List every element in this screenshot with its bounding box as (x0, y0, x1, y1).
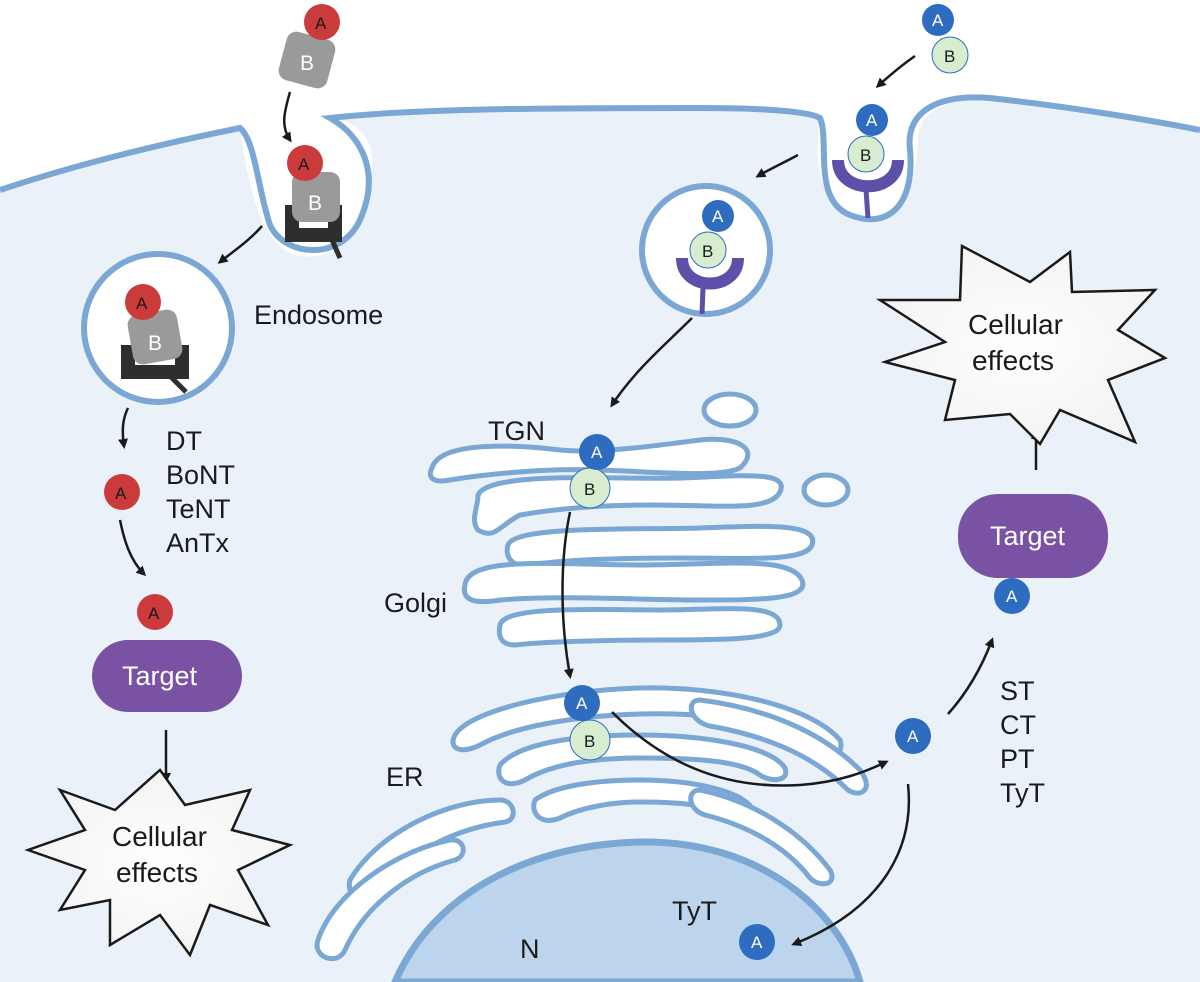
right-free-a-subunit: A (895, 718, 931, 754)
toxin-list-right-3: TyT (1000, 778, 1045, 808)
svg-text:Cellular: Cellular (112, 821, 207, 852)
toxin-list-left-2: TeNT (166, 494, 231, 524)
tgn-label: TGN (488, 416, 545, 446)
svg-text:A: A (298, 155, 310, 174)
svg-text:B: B (308, 192, 322, 215)
nuclear-a-subunit: A (739, 924, 775, 960)
plasma-membrane (0, 94, 1200, 253)
svg-text:A: A (712, 207, 724, 226)
left-target: Target (92, 640, 242, 712)
svg-text:B: B (860, 146, 871, 165)
svg-text:B: B (300, 52, 314, 75)
toxin-list-right-1: CT (1000, 710, 1036, 740)
svg-text:B: B (148, 332, 162, 355)
svg-text:effects: effects (972, 345, 1054, 376)
left-free-a-subunit: A (104, 474, 140, 510)
svg-text:Target: Target (122, 661, 198, 691)
svg-text:B: B (702, 242, 713, 261)
endoplasmic-reticulum (314, 685, 869, 962)
svg-text:Target: Target (990, 521, 1066, 551)
right-cellular-effects: Cellular effects (875, 243, 1168, 447)
right-incoming-toxin: B A (922, 4, 969, 74)
nucleus-label: N (520, 934, 540, 964)
toxin-list-left-3: AnTx (166, 528, 230, 558)
right-target: Target (958, 494, 1108, 578)
svg-text:B: B (584, 732, 595, 751)
toxin-list-left-1: BoNT (166, 460, 235, 490)
svg-text:effects: effects (116, 857, 198, 888)
left-receptor-bound-toxin: B A (285, 145, 343, 260)
right-target-bound-a: A (994, 578, 1030, 614)
left-target-bound-a: A (137, 594, 173, 630)
golgi-apparatus (427, 391, 851, 648)
svg-text:Cellular: Cellular (968, 309, 1063, 340)
toxin-list-left-0: DT (166, 426, 202, 456)
left-incoming-toxin: B A (278, 4, 340, 89)
svg-text:A: A (751, 933, 763, 952)
transport-vesicle: B A (639, 183, 773, 317)
svg-text:A: A (932, 11, 944, 30)
svg-text:A: A (148, 604, 160, 623)
svg-text:A: A (576, 694, 588, 713)
svg-text:A: A (907, 727, 919, 746)
svg-text:A: A (315, 14, 327, 33)
toxin-list-right-0: ST (1000, 676, 1035, 706)
svg-text:A: A (866, 111, 878, 130)
svg-text:A: A (136, 294, 148, 313)
svg-text:B: B (584, 480, 595, 499)
svg-text:A: A (1006, 587, 1018, 606)
right-receptor-bound-toxin: B A (832, 104, 904, 219)
tyt-nucleus-label: TyT (672, 896, 717, 926)
er-label: ER (386, 762, 424, 792)
svg-text:A: A (115, 484, 127, 503)
endosome: B A (81, 251, 235, 405)
left-cellular-effects: Cellular effects (24, 768, 294, 958)
svg-text:B: B (944, 47, 955, 66)
golgi-label: Golgi (384, 588, 447, 618)
toxin-list-right-2: PT (1000, 744, 1035, 774)
svg-text:A: A (591, 443, 603, 462)
er-bound-toxin: B A (564, 685, 611, 761)
golgi-bound-toxin: B A (569, 434, 615, 509)
endosome-label: Endosome (254, 300, 383, 330)
